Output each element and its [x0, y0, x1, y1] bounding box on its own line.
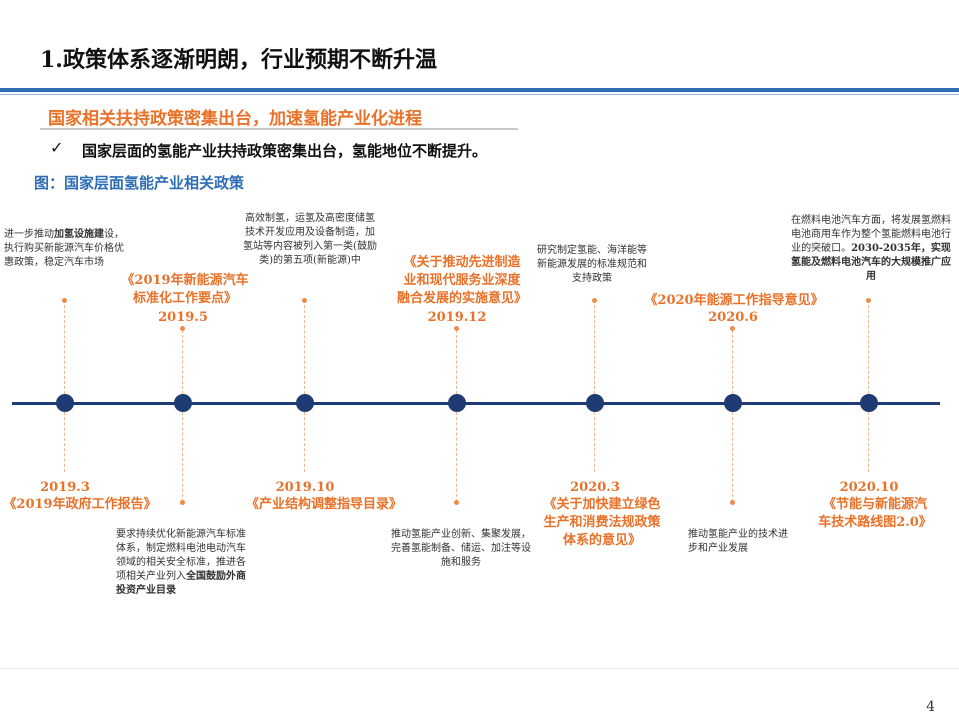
- timeline-node-2020-10: [860, 394, 878, 412]
- footer-rule: [0, 668, 959, 669]
- event-title: 《关于加快建立绿色 生产和消费法规政策 体系的意见》: [528, 496, 676, 550]
- event-title-line: 业和现代服务业深度: [403, 273, 521, 288]
- event-title: 《2019年新能源汽车 标准化工作要点》: [110, 272, 260, 308]
- event-title: 《关于推动先进制造 业和现代服务业深度 融合发展的实施意见》: [388, 254, 536, 308]
- timeline-node-2019-12: [448, 394, 466, 412]
- event-title-line: 车技术路线图2.0》: [818, 515, 932, 530]
- event-title: 《2019年政府工作报告》: [3, 497, 157, 512]
- event-title: 《节能与新能源汽 车技术路线图2.0》: [800, 496, 950, 532]
- timeline-node-2020-6: [724, 394, 742, 412]
- timeline-stem: [304, 300, 306, 394]
- event-note-emphasis: 全国鼓励外商投资产业目录: [116, 571, 246, 596]
- timeline-dot: [730, 326, 735, 331]
- event-note: 研究制定氢能、海洋能等新能源发展的标准规范和支持政策: [537, 245, 647, 284]
- timeline-dot: [180, 326, 185, 331]
- timeline-stem: [182, 330, 184, 394]
- event-note: 高效制氢，运氢及高密度储氢技术开发应用及设备制造，加氢站等内容被列入第一类(鼓励…: [243, 213, 377, 266]
- event-note: 要求持续优化新能源汽车标准体系，制定燃料电池电动汽车领域的相关安全标准，推进各项…: [116, 528, 252, 598]
- event-title-line: 《关于推动先进制造: [403, 255, 521, 270]
- timeline-stem: [732, 330, 734, 394]
- timeline-dot: [592, 298, 597, 303]
- event-title-line: 《节能与新能源汽: [822, 497, 927, 512]
- timeline-stem: [64, 412, 66, 472]
- event-note-text: 进一步推动: [4, 229, 54, 240]
- event-date: 2019.5: [158, 310, 208, 325]
- event-note-text: 要求持续优化新能源汽车标准体系，制定燃料电池电动汽车领域的相关安全标准，推进各项…: [116, 529, 246, 582]
- timeline-axis: [12, 402, 940, 405]
- timeline-stem: [182, 412, 184, 502]
- bullet-text: 国家层面的氢能产业扶持政策密集出台，氢能地位不断提升。: [82, 142, 488, 160]
- event-title: 《2020年能源工作指导意见》: [644, 293, 824, 308]
- section-underline: [40, 128, 518, 130]
- title-rule-thin: [0, 94, 959, 95]
- timeline-stem: [456, 330, 458, 394]
- timeline-node-2019-10: [296, 394, 314, 412]
- timeline-dot: [62, 298, 67, 303]
- page-title: 1.政策体系逐渐明朗，行业预期不断升温: [40, 47, 437, 73]
- timeline-node-2019-3: [56, 394, 74, 412]
- title-rule: [0, 88, 959, 92]
- event-title: 《产业结构调整指导目录》: [245, 497, 402, 512]
- event-title-line: 《关于加快建立绿色: [543, 497, 661, 512]
- event-note: 在燃料电池汽车方面，将发展氢燃料电池商用车作为整个氢能燃料电池行业的突破口。20…: [790, 214, 952, 284]
- timeline-dot: [866, 298, 871, 303]
- event-note-emphasis: 加氢设施建: [54, 229, 104, 240]
- page-number: 4: [926, 699, 935, 715]
- event-date: 2019.12: [427, 310, 487, 325]
- event-date: 2019.3: [40, 480, 90, 495]
- event-note: 推动氢能产业创新、集聚发展，完善氢能制备、储运、加注等设施和服务: [391, 529, 531, 568]
- event-title-line: 《2019年新能源汽车: [121, 273, 249, 288]
- event-title-line: 标准化工作要点》: [132, 291, 237, 306]
- timeline-stem: [868, 300, 870, 394]
- timeline-stem: [456, 412, 458, 502]
- event-title-line: 融合发展的实施意见》: [396, 291, 527, 306]
- timeline-dot: [302, 298, 307, 303]
- timeline-node-2019-5: [174, 394, 192, 412]
- section-heading: 国家相关扶持政策密集出台，加速氢能产业化进程: [48, 109, 422, 129]
- event-note-text: 在燃料电池汽车方面，将发展氢燃料电池商用车作为整个氢能燃料电池行业的突破口。: [791, 215, 951, 254]
- checkmark-icon: ✓: [50, 138, 64, 157]
- timeline-dot: [730, 500, 735, 505]
- timeline-dot: [454, 500, 459, 505]
- event-note-text: 设，执行购买新能源汽车价格优惠政策，稳定汽车市场: [4, 229, 124, 268]
- event-date: 2019.10: [275, 480, 335, 495]
- timeline-dot: [454, 326, 459, 331]
- timeline-stem: [732, 412, 734, 502]
- timeline-stem: [594, 412, 596, 472]
- event-date: 2020.6: [708, 310, 758, 325]
- figure-caption: 图：国家层面氢能产业相关政策: [34, 174, 245, 192]
- timeline-node-2020-3: [586, 394, 604, 412]
- timeline-stem: [64, 300, 66, 394]
- event-note-emphasis: 2030-2035年，实现氢能及燃料电池汽车的大规模推广应用: [791, 243, 951, 282]
- event-title-line: 体系的意见》: [562, 533, 641, 548]
- event-date: 2020.3: [570, 480, 620, 495]
- event-note: 推动氢能产业的技术进步和产业发展: [688, 529, 788, 554]
- timeline-stem: [594, 300, 596, 394]
- event-title-line: 生产和消费法规政策: [543, 515, 661, 530]
- event-note: 进一步推动加氢设施建设，执行购买新能源汽车价格优惠政策，稳定汽车市场: [4, 228, 128, 270]
- timeline-stem: [868, 412, 870, 472]
- event-date: 2020.10: [839, 480, 899, 495]
- timeline-dot: [180, 500, 185, 505]
- timeline-stem: [304, 412, 306, 472]
